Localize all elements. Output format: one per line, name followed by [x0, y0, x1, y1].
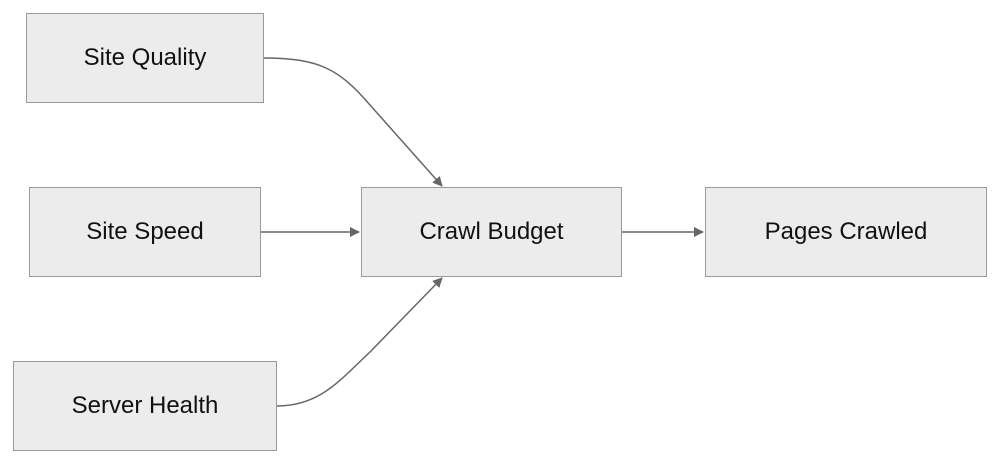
edge-server-health-to-crawl-budget [276, 277, 443, 407]
node-pages-crawled: Pages Crawled [705, 187, 987, 277]
node-label: Server Health [71, 392, 219, 419]
node-label: Site Quality [83, 44, 207, 71]
node-label: Pages Crawled [764, 218, 928, 245]
node-crawl-budget: Crawl Budget [361, 187, 622, 277]
edge-site-quality-to-crawl-budget [263, 57, 443, 187]
node-server-health: Server Health [13, 361, 277, 451]
node-site-quality: Site Quality [26, 13, 264, 103]
node-label: Site Speed [86, 218, 204, 245]
node-site-speed: Site Speed [29, 187, 261, 277]
node-label: Crawl Budget [419, 218, 564, 245]
